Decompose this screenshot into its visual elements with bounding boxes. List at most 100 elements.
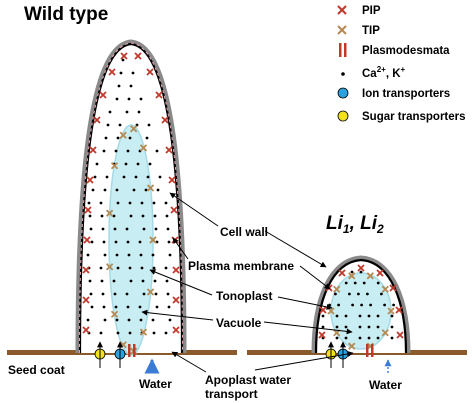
ion-dot <box>168 253 172 257</box>
ion-dot <box>125 110 129 114</box>
ion-dot <box>390 336 394 340</box>
tip-icon <box>387 307 395 315</box>
pip-icon <box>99 91 107 99</box>
ion-dot <box>128 201 132 205</box>
wild-type-title: Wild type <box>24 4 108 25</box>
ion-dot <box>139 97 143 101</box>
ion-dot <box>360 303 363 307</box>
ion-dot <box>390 325 394 329</box>
ion-dot <box>115 253 119 257</box>
ion-dot <box>358 336 362 340</box>
pip-icon <box>89 146 97 154</box>
ion-dot <box>95 162 99 166</box>
ion-dot <box>357 292 360 296</box>
ion-dot <box>140 201 144 205</box>
ion-dot <box>88 214 92 218</box>
ion-dot <box>358 314 362 318</box>
ion-dot <box>367 336 371 340</box>
seed-coat-label: Seed coat <box>8 363 65 377</box>
ion-dot <box>102 149 106 153</box>
ion-dot <box>376 314 380 318</box>
ion-dot <box>88 279 92 283</box>
ion-dot <box>167 240 171 244</box>
ion-dot <box>153 214 157 218</box>
mutant-title: Li1, Li2 <box>326 213 384 236</box>
ion-dot <box>117 84 121 88</box>
pip-icon <box>83 236 91 244</box>
ion-dot <box>115 97 119 101</box>
water-label-left: Water <box>139 377 172 391</box>
ion-dot <box>102 240 106 244</box>
ion-dot <box>101 227 105 231</box>
ion-dot <box>392 303 395 307</box>
ion-dot <box>362 281 366 285</box>
legend: PIP TIP Plasmodesmata Ca2+, K+ Ion trans… <box>337 5 466 123</box>
ion-dot <box>90 305 94 309</box>
ion-dot <box>113 227 117 231</box>
ion-dot <box>86 253 90 257</box>
legend-item-ions: Ca2+, K+ <box>341 65 406 80</box>
ion-dot <box>164 331 168 335</box>
cell-wall-label: Cell wall <box>220 225 268 239</box>
ion-dot <box>152 266 156 270</box>
ion-dot <box>335 314 339 318</box>
legend-label-tip: TIP <box>362 25 380 37</box>
ion-dot <box>164 266 168 270</box>
ion-dot <box>125 227 129 231</box>
tip-icon <box>146 184 155 192</box>
ion-dot <box>367 314 371 318</box>
wild-type-ions <box>86 58 172 335</box>
pip-icon <box>357 264 365 272</box>
pip-icon <box>172 296 180 304</box>
ion-dot <box>147 123 151 127</box>
tip-icon <box>348 342 356 350</box>
ion-dot <box>165 279 169 283</box>
legend-item-pip: PIP <box>337 5 381 17</box>
ion-dot <box>166 227 170 231</box>
ion-dot <box>129 214 133 218</box>
ion-dot <box>328 303 331 307</box>
ion-dot <box>91 188 95 192</box>
ion-dot <box>126 240 130 244</box>
ion-dot <box>131 71 135 75</box>
tip-icon <box>381 329 389 337</box>
ion-dot <box>344 336 348 340</box>
apoplast-label-line1: Apoplast water <box>205 373 291 387</box>
pip-cross-icon <box>337 5 347 15</box>
ion-dot <box>106 123 110 127</box>
ion-dot <box>168 318 172 322</box>
ion-dot <box>121 58 125 62</box>
ion-dot <box>155 305 159 309</box>
tip-icon <box>366 272 374 280</box>
tip-icon <box>139 328 148 336</box>
label-apoplast: Apoplast water transport <box>171 350 354 401</box>
ion-dot <box>154 227 158 231</box>
legend-item-sugar-transporters: Sugar transporters <box>337 110 466 123</box>
ion-dot <box>100 214 104 218</box>
tip-icon <box>130 125 138 133</box>
ion-dot <box>137 110 141 114</box>
ion-dot <box>155 240 159 244</box>
ion-dot <box>87 201 91 205</box>
ion-dot <box>140 266 144 270</box>
wild-type-plasmodesmata <box>128 344 136 357</box>
ion-dot <box>158 175 162 179</box>
ion-dot <box>126 305 130 309</box>
ion-dot <box>134 175 138 179</box>
vacuole-label: Vacuole <box>216 316 262 330</box>
ion-dot <box>380 292 383 296</box>
tip-icon <box>381 285 389 293</box>
plasma-membrane-label: Plasma membrane <box>188 259 294 273</box>
legend-item-plasmodesmata: Plasmodesmata <box>339 43 450 57</box>
ion-dot <box>122 175 126 179</box>
ion-dot <box>116 266 120 270</box>
ion-dot <box>165 214 169 218</box>
ion-dot <box>99 201 103 205</box>
mutant-ions <box>321 270 395 340</box>
ion-dot <box>114 149 118 153</box>
ion-dot <box>142 227 146 231</box>
pip-icon <box>155 91 163 99</box>
ion-dot <box>152 331 156 335</box>
ion-dot <box>145 136 149 140</box>
ion-dot <box>152 201 156 205</box>
